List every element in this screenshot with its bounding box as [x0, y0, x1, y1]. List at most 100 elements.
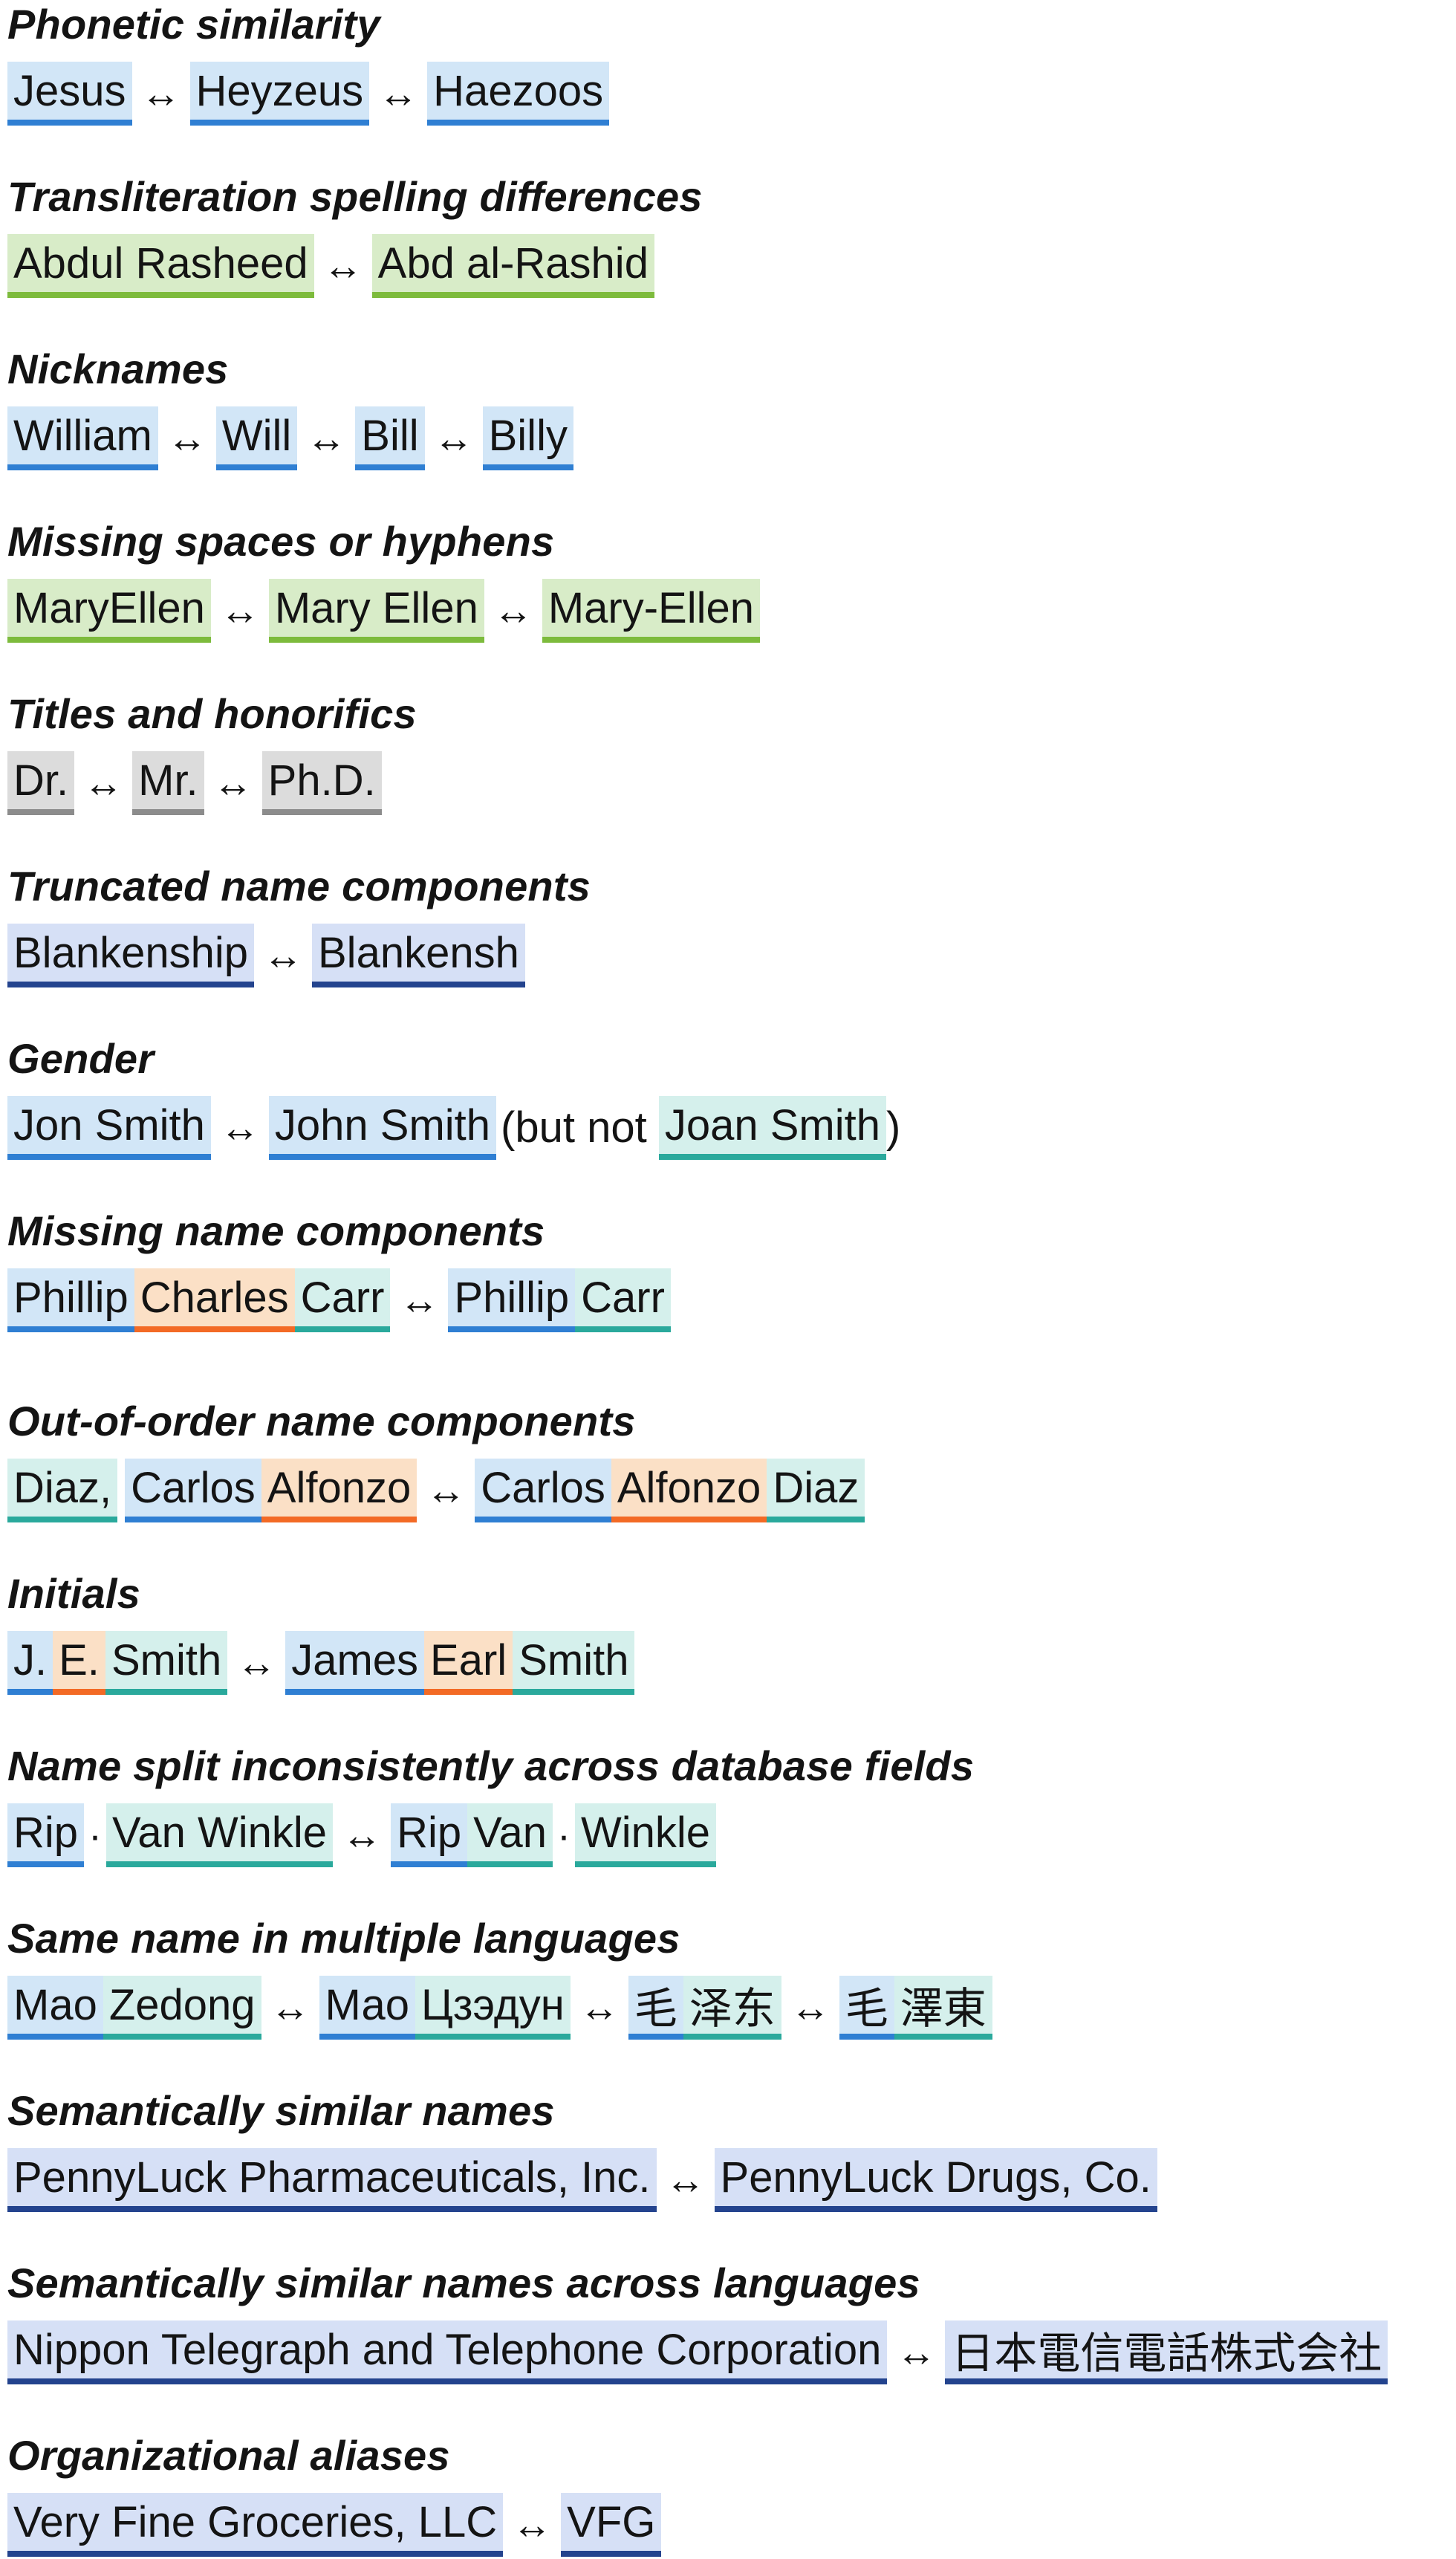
name-segment: Earl [424, 1631, 513, 1695]
section-heading: Phonetic similarity [7, 1, 380, 48]
name-segment: Phillip [448, 1268, 576, 1332]
name-variant-chip: Nippon Telegraph and Telephone Corporati… [7, 2320, 888, 2384]
name-segment: PennyLuck Drugs, Co. [714, 2148, 1157, 2212]
name-segment: Van Winkle [106, 1803, 334, 1867]
name-variant-chip: Bill [355, 406, 425, 470]
name-variant-chip: Jesus [7, 62, 132, 126]
name-variant-chip: 日本電信電話株式会社 [945, 2320, 1388, 2384]
equivalence-arrow-icon: ↔ [790, 1985, 831, 2030]
name-segment: Rip [7, 1803, 85, 1867]
equivalence-arrow-icon: ↔ [665, 2158, 706, 2202]
name-variant-chip: John Smith [268, 1096, 497, 1160]
name-segment: 毛 [839, 1976, 894, 2040]
variant-row: PennyLuck Pharmaceuticals, Inc.↔PennyLuc… [7, 2146, 1157, 2214]
equivalence-arrow-icon: ↔ [306, 416, 347, 461]
name-segment: Blankensh [312, 924, 525, 987]
name-segment: Very Fine Groceries, LLC [7, 2493, 504, 2557]
field-divider-dot: · [557, 1813, 571, 1858]
section-heading: Missing spaces or hyphens [7, 518, 555, 565]
name-segment: 澤東 [894, 1976, 992, 2040]
name-segment: 日本電信電話株式会社 [945, 2320, 1388, 2384]
variant-row: Jesus↔Heyzeus↔Haezoos [7, 59, 610, 128]
section-heading: Out-of-order name components [7, 1398, 636, 1444]
name-variant-chip: Van Winkle [106, 1803, 334, 1867]
variant-row: Very Fine Groceries, LLC↔VFG [7, 2491, 662, 2559]
name-segment: J. [7, 1631, 53, 1695]
equivalence-arrow-icon: ↔ [270, 1985, 311, 2030]
name-segment: Haezoos [427, 62, 610, 126]
name-segment: Smith [105, 1631, 228, 1695]
name-segment: VFG [561, 2493, 662, 2557]
name-segment: Мао [319, 1976, 416, 2040]
name-segment: Mary Ellen [268, 579, 484, 643]
name-variant-chip: Dr. [7, 751, 75, 815]
variant-row: Jon Smith↔John Smith(but not Joan Smith) [7, 1094, 900, 1162]
equivalence-arrow-icon: ↔ [140, 71, 181, 116]
name-segment: Alfonzo [611, 1459, 767, 1522]
name-segment: Smith [513, 1631, 635, 1695]
name-segment: Abdul Rasheed [7, 234, 314, 298]
name-segment: 毛 [628, 1976, 683, 2040]
name-variant-chip: Diaz, [7, 1459, 118, 1522]
name-segment: Zedong [103, 1976, 261, 2040]
name-segment: Mr. [132, 751, 204, 815]
name-variant-chip: Winkle [574, 1803, 717, 1867]
name-segment: Carr [294, 1268, 391, 1332]
name-segment: Winkle [574, 1803, 717, 1867]
name-segment: Mary-Ellen [542, 579, 761, 643]
name-segment: Carlos [475, 1459, 611, 1522]
section-heading: Transliteration spelling differences [7, 173, 703, 220]
name-segment: Charles [134, 1268, 295, 1332]
section-10: Name split inconsistently across databas… [7, 1742, 974, 1869]
name-segment: Heyzeus [189, 62, 370, 126]
section-heading: Gender [7, 1035, 155, 1082]
name-variant-chip: Abd al-Rashid [371, 234, 654, 298]
equivalence-arrow-icon: ↔ [236, 1641, 277, 1685]
name-segment: Van [467, 1803, 553, 1867]
section-heading: Same name in multiple languages [7, 1915, 680, 1962]
name-segment: Dr. [7, 751, 75, 815]
name-segment: Phillip [7, 1268, 134, 1332]
name-segment: Mao [7, 1976, 103, 2040]
name-segment: Abd al-Rashid [371, 234, 654, 298]
name-segment: Joan Smith [658, 1096, 887, 1160]
name-variant-chip: Mary Ellen [268, 579, 484, 643]
equivalence-arrow-icon: ↔ [426, 1468, 467, 1513]
section-13: Semantically similar names across langua… [7, 2259, 1388, 2387]
equivalence-arrow-icon: ↔ [219, 588, 260, 633]
name-variant-chip: Mary-Ellen [542, 579, 761, 643]
equivalence-arrow-icon: ↔ [212, 761, 253, 805]
name-segment: Diaz [767, 1459, 865, 1522]
name-segment: Alfonzo [261, 1459, 417, 1522]
name-segment: James [285, 1631, 425, 1695]
variant-row: Dr.↔Mr.↔Ph.D. [7, 749, 417, 817]
name-variant-chip: Rip [7, 1803, 85, 1867]
section-heading: Name split inconsistently across databas… [7, 1742, 975, 1789]
equivalence-arrow-icon: ↔ [263, 933, 303, 978]
name-variant-chip: Ph.D. [261, 751, 382, 815]
name-variant-chip: Abdul Rasheed [7, 234, 314, 298]
name-variant-chip: William [7, 406, 158, 470]
name-segment: 泽东 [683, 1976, 781, 2040]
variant-row: Abdul Rasheed↔Abd al-Rashid [7, 232, 703, 300]
equivalence-arrow-icon: ↔ [219, 1106, 260, 1150]
section-heading: Initials [7, 1570, 140, 1617]
name-segment: Carr [575, 1268, 671, 1332]
equivalence-arrow-icon: ↔ [322, 244, 363, 288]
